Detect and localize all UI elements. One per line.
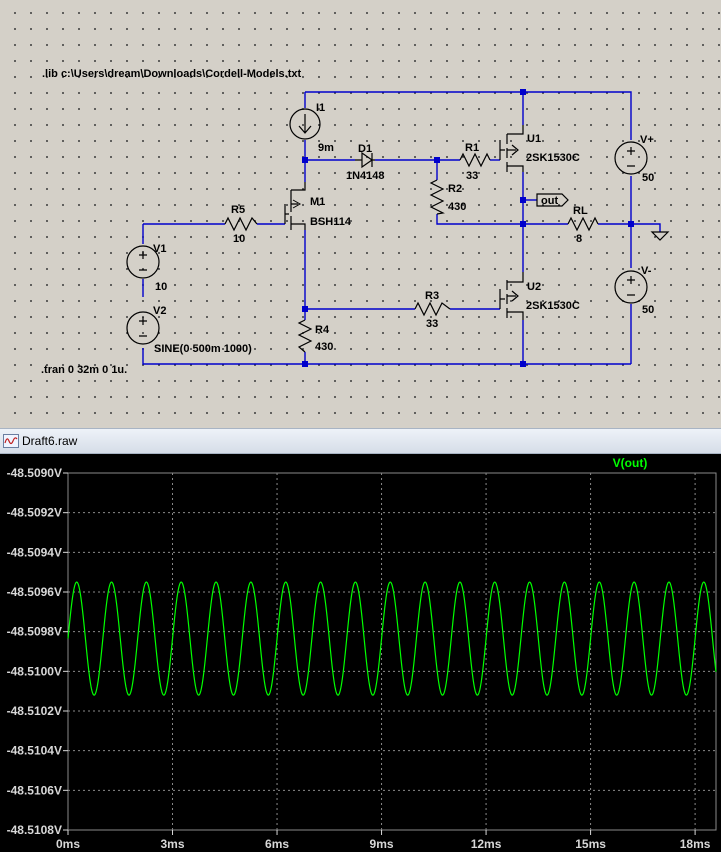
waveform-window-title: Draft6.raw bbox=[22, 434, 78, 448]
label-r4-name: R4 bbox=[315, 324, 330, 336]
y-tick-label: -48.5098V bbox=[7, 625, 62, 639]
label-u1-value: 2SK1530C bbox=[526, 152, 580, 164]
x-tick-label: 9ms bbox=[370, 837, 394, 851]
resistor-rl[interactable] bbox=[567, 216, 599, 232]
label-r1-name: R1 bbox=[465, 142, 479, 154]
label-r5-name: R5 bbox=[231, 204, 245, 216]
voltage-source-vplus[interactable] bbox=[614, 141, 648, 175]
grid bbox=[67, 472, 717, 831]
resistor-r2[interactable] bbox=[429, 179, 445, 215]
waveform-plot-pane[interactable]: -48.5090V -48.5092V -48.5094V -48.5096V -48.… bbox=[0, 454, 721, 852]
label-rl-name: RL bbox=[573, 205, 588, 217]
resistor-r1[interactable] bbox=[459, 152, 491, 168]
lib-directive[interactable]: .lib c:\Users\dream\Downloads\Cordell-Mo… bbox=[42, 68, 301, 80]
label-d1-name: D1 bbox=[358, 143, 372, 155]
y-tick-label: -48.5090V bbox=[7, 466, 62, 480]
x-tick-label: 12ms bbox=[471, 837, 502, 851]
label-i1-value: 9m bbox=[318, 142, 334, 154]
label-r2-name: R2 bbox=[448, 183, 462, 195]
label-d1-value: 1N4148 bbox=[346, 170, 385, 182]
wires[interactable] bbox=[142, 91, 661, 365]
y-tick-label: -48.5092V bbox=[7, 506, 62, 520]
junctions bbox=[302, 89, 634, 367]
label-m1-name: M1 bbox=[310, 196, 325, 208]
label-r5-value: 10 bbox=[233, 233, 245, 245]
label-vminus-name: V- bbox=[641, 265, 652, 277]
label-m1-value: BSH114 bbox=[310, 216, 352, 228]
x-tick-label: 3ms bbox=[161, 837, 185, 851]
mosfet-u1[interactable] bbox=[499, 125, 524, 172]
label-v1-name: V1 bbox=[153, 243, 166, 255]
label-r3-name: R3 bbox=[425, 290, 439, 302]
diode-d1[interactable] bbox=[355, 151, 375, 169]
current-source-i1[interactable] bbox=[289, 108, 321, 140]
label-vminus-value: 50 bbox=[642, 304, 654, 316]
resistor-r5[interactable] bbox=[224, 216, 258, 232]
y-tick-label: -48.5100V bbox=[7, 664, 62, 678]
label-vplus-value: 50 bbox=[642, 172, 654, 184]
label-r2-value: 430 bbox=[448, 201, 466, 213]
trace-vout[interactable] bbox=[67, 581, 717, 696]
label-rl-value: 8 bbox=[576, 233, 582, 245]
label-vplus-name: V+ bbox=[640, 134, 654, 146]
label-r4-value: 430 bbox=[315, 341, 333, 353]
label-v2-value: SINE(0 500m 1000) bbox=[154, 343, 252, 355]
x-tick-label: 15ms bbox=[575, 837, 606, 851]
label-i1-name: I1 bbox=[316, 102, 325, 114]
schematic-editor[interactable]: .lib c:\Users\dream\Downloads\Cordell-Mo… bbox=[0, 0, 721, 428]
x-tick-label: 18ms bbox=[680, 837, 711, 851]
mosfet-u2[interactable] bbox=[499, 272, 524, 320]
schematic-canvas[interactable]: .lib c:\Users\dream\Downloads\Cordell-Mo… bbox=[0, 0, 721, 428]
mosfet-m1[interactable] bbox=[284, 182, 306, 230]
resistor-r4[interactable] bbox=[297, 319, 313, 353]
y-tick-label: -48.5094V bbox=[7, 545, 62, 559]
tran-directive[interactable]: .tran 0 32m 0 1u. bbox=[41, 364, 127, 376]
x-tick-label: 6ms bbox=[265, 837, 289, 851]
net-label-out-flag[interactable] bbox=[536, 193, 569, 207]
y-tick-label: -48.5104V bbox=[7, 744, 62, 758]
waveform-window-titlebar[interactable]: Draft6.raw bbox=[0, 428, 721, 454]
voltage-source-v2[interactable] bbox=[126, 311, 160, 345]
waveform-icon bbox=[3, 434, 19, 448]
y-tick-label: -48.5102V bbox=[7, 704, 62, 718]
y-tick-label: -48.5096V bbox=[7, 585, 62, 599]
legend-series-vout[interactable]: V(out) bbox=[613, 456, 648, 470]
voltage-source-v1[interactable] bbox=[126, 245, 160, 279]
ground-symbol[interactable] bbox=[650, 231, 670, 241]
net-label-out[interactable]: out bbox=[541, 195, 558, 207]
label-u2-name: U2 bbox=[527, 281, 541, 293]
waveform-chart[interactable]: -48.5090V -48.5092V -48.5094V -48.5096V -48.… bbox=[0, 454, 721, 852]
label-u2-value: 2SK1530C bbox=[526, 300, 580, 312]
label-r1-value: 33 bbox=[466, 170, 478, 182]
resistor-r3[interactable] bbox=[414, 301, 451, 317]
y-tick-label: -48.5108V bbox=[7, 823, 62, 837]
voltage-source-vminus[interactable] bbox=[614, 270, 648, 304]
label-u1-name: U1 bbox=[527, 133, 541, 145]
x-tick-label: 0ms bbox=[56, 837, 80, 851]
label-v1-value: 10 bbox=[155, 281, 167, 293]
label-r3-value: 33 bbox=[426, 318, 438, 330]
plot-frame bbox=[67, 472, 717, 831]
y-tick-label: -48.5106V bbox=[7, 783, 62, 797]
label-v2-name: V2 bbox=[153, 305, 166, 317]
